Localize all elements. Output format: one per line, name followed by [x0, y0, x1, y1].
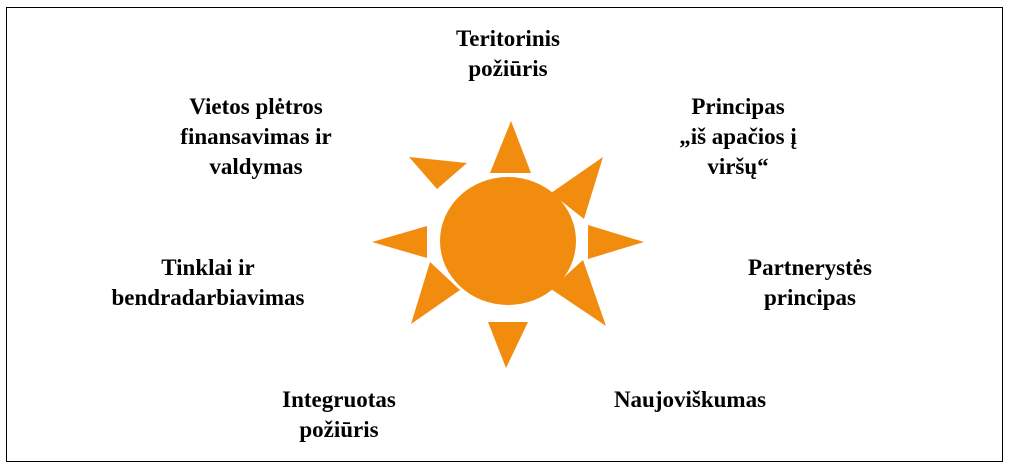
label-line: viršų“	[707, 154, 769, 179]
label-line: Partnerystės	[748, 255, 872, 280]
sun-core	[440, 177, 576, 305]
diagram-border	[6, 7, 1003, 462]
label-line: Naujoviškumas	[613, 387, 767, 412]
label-integrated-approach: Integruotas požiūris	[239, 385, 439, 445]
sun-ray-bottom-left	[411, 262, 460, 324]
sun-ray-top-right	[551, 157, 603, 219]
label-line: Tinklai ir	[161, 255, 255, 280]
label-line: finansavimas ir	[180, 124, 332, 149]
label-line: požiūris	[468, 56, 548, 81]
label-line: Vietos plėtros	[189, 94, 323, 119]
label-local-development-funding: Vietos plėtros finansavimas ir valdymas	[136, 92, 376, 182]
label-networks-cooperation: Tinklai ir bendradarbiavimas	[80, 253, 336, 313]
sun-ray-top	[490, 121, 531, 173]
label-line: Principas	[691, 94, 785, 119]
label-bottom-up-principle: Principas „iš apačios į viršų“	[638, 92, 838, 182]
label-line: Teritorinis	[456, 26, 560, 51]
label-partnership-principle: Partnerystės principas	[710, 253, 910, 313]
label-line: valdymas	[209, 154, 303, 179]
label-line: bendradarbiavimas	[111, 285, 305, 310]
sun-ray-top-left	[409, 157, 467, 189]
sun-ray-right	[588, 225, 644, 259]
sun-ray-bottom-right	[551, 260, 606, 326]
sun-ray-left	[372, 226, 427, 258]
label-line: principas	[763, 285, 857, 310]
label-innovation: Naujoviškumas	[580, 385, 800, 415]
label-line: „iš apačios į	[679, 124, 797, 149]
sun-ray-bottom	[488, 322, 528, 368]
label-line: požiūris	[299, 417, 379, 442]
label-line: Integruotas	[282, 387, 396, 412]
label-territorial: Teritorinis požiūris	[408, 24, 608, 84]
